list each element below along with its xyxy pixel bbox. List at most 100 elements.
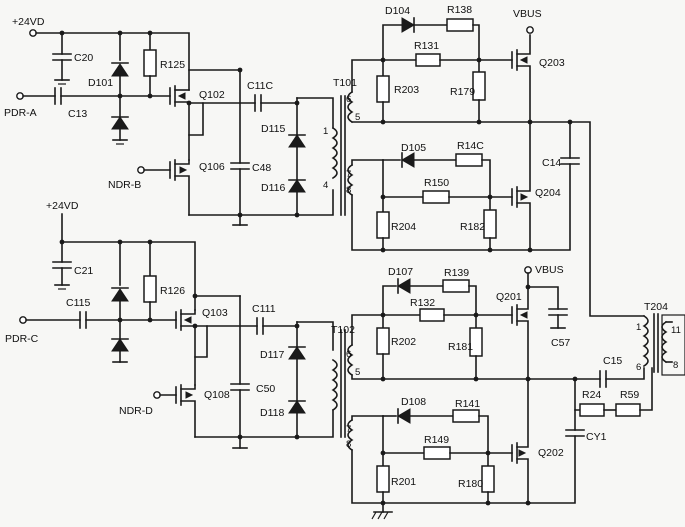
pin-t204-8: 8	[673, 360, 678, 371]
pin-t102-8: 8	[346, 439, 351, 450]
resistor-r204	[376, 211, 390, 239]
transformer-t102-primary	[331, 358, 338, 412]
mosfet-q102	[177, 92, 186, 100]
label-t102: T102	[331, 324, 355, 336]
label-vbus-bottom: VBUS	[535, 264, 564, 276]
label-q102: Q102	[199, 89, 225, 101]
diode-d101	[111, 63, 129, 77]
label-q203: Q203	[539, 57, 565, 69]
terminal-vbus-top	[526, 26, 534, 34]
label-r139: R139	[444, 267, 469, 279]
label-q202: Q202	[538, 447, 564, 459]
pin-t102-5: 5	[355, 367, 360, 378]
resistor-r132	[419, 308, 445, 322]
label-c13: C13	[68, 108, 87, 120]
label-r179: R179	[450, 86, 475, 98]
label-pdr-a: PDR-A	[4, 107, 37, 119]
label-d117: D117	[260, 349, 284, 361]
label-r138: R138	[447, 4, 472, 16]
label-t204: T204	[644, 301, 668, 313]
label-r204: R204	[391, 221, 416, 233]
label-c115: C115	[66, 297, 90, 309]
label-c15: C15	[603, 355, 622, 367]
label-cy1: CY1	[586, 431, 607, 443]
mosfet-q108	[185, 391, 194, 399]
label-r132: R132	[410, 297, 435, 309]
label-t101: T101	[333, 77, 357, 89]
label-r126: R126	[160, 285, 185, 297]
label-c20: C20	[74, 52, 93, 64]
pin-t102-6: 6	[346, 349, 351, 360]
transformer-t102-sec-a	[347, 343, 354, 377]
resistor-r150	[422, 190, 450, 204]
label-vbus-top: VBUS	[513, 8, 542, 20]
resistor-r24	[579, 403, 605, 417]
label-r149: R149	[424, 434, 449, 446]
resistor-r138	[446, 18, 474, 32]
label-c48: C48	[252, 162, 271, 174]
label-c50: C50	[256, 383, 275, 395]
resistor-r201	[376, 465, 390, 493]
label-24vd-bottom: +24VD	[46, 200, 79, 212]
mosfet-q202	[518, 449, 527, 457]
pin-t204-1: 1	[636, 322, 641, 333]
driver-block-top	[16, 29, 346, 226]
label-r182: R182	[460, 221, 485, 233]
pin-t204-11: 11	[671, 325, 681, 336]
label-r181: R181	[448, 341, 473, 353]
mosfet-q203	[519, 56, 528, 64]
label-q201: Q201	[496, 291, 522, 303]
label-r180: R180	[458, 478, 483, 490]
label-r131: R131	[414, 40, 439, 52]
pin-t101-7: 7	[346, 169, 351, 180]
label-d104: D104	[385, 5, 410, 17]
label-c57: C57	[551, 337, 570, 349]
output-stage-bottom	[347, 266, 685, 520]
label-c11c: C11C	[247, 80, 273, 92]
resistor-r139	[442, 279, 470, 293]
resistor-r125	[143, 49, 157, 77]
label-24vd-top: +24VD	[12, 16, 45, 28]
mosfet-q201	[519, 311, 528, 319]
diode-d104	[401, 17, 415, 33]
diode-d107	[397, 278, 411, 294]
transformer-t101-sec-a	[347, 90, 354, 124]
label-d105: D105	[401, 142, 426, 154]
label-q108: Q108	[204, 389, 230, 401]
label-q103: Q103	[202, 307, 228, 319]
label-r59: R59	[620, 389, 639, 401]
transformer-t101-sec-b	[347, 163, 354, 197]
label-r141: R141	[455, 398, 480, 410]
label-d107: D107	[388, 266, 413, 278]
label-c111: C111	[252, 303, 276, 315]
resistor-r202	[376, 327, 390, 355]
pin-t101-6: 6	[346, 94, 351, 105]
pin-t204-6: 6	[636, 362, 641, 373]
label-r201: R201	[391, 476, 416, 488]
resistor-r180	[481, 465, 495, 493]
transformer-t204-secondary	[661, 320, 668, 364]
label-d101: D101	[88, 77, 113, 89]
resistor-r126	[143, 275, 157, 303]
label-d118: D118	[260, 407, 284, 419]
label-d108: D108	[401, 396, 426, 408]
label-r150: R150	[424, 177, 449, 189]
label-ndr-d: NDR-D	[119, 405, 153, 417]
diode-d108	[397, 408, 411, 424]
label-c21: C21	[74, 265, 93, 277]
driver-block-bottom	[19, 213, 346, 449]
mosfet-q204	[520, 193, 529, 201]
mosfet-q103	[183, 316, 192, 324]
transformer-t204-primary	[642, 314, 649, 368]
resistor-r59	[615, 403, 641, 417]
label-ndr-b: NDR-B	[108, 179, 141, 191]
resistor-r14c	[455, 153, 483, 167]
label-pdr-c: PDR-C	[5, 333, 39, 345]
transformer-t101-primary	[331, 126, 338, 180]
pin-t101-1: 1	[323, 126, 328, 137]
diode-d105	[401, 152, 415, 168]
diode-d117	[288, 346, 306, 360]
label-d116: D116	[261, 182, 285, 194]
label-q106: Q106	[199, 161, 225, 173]
